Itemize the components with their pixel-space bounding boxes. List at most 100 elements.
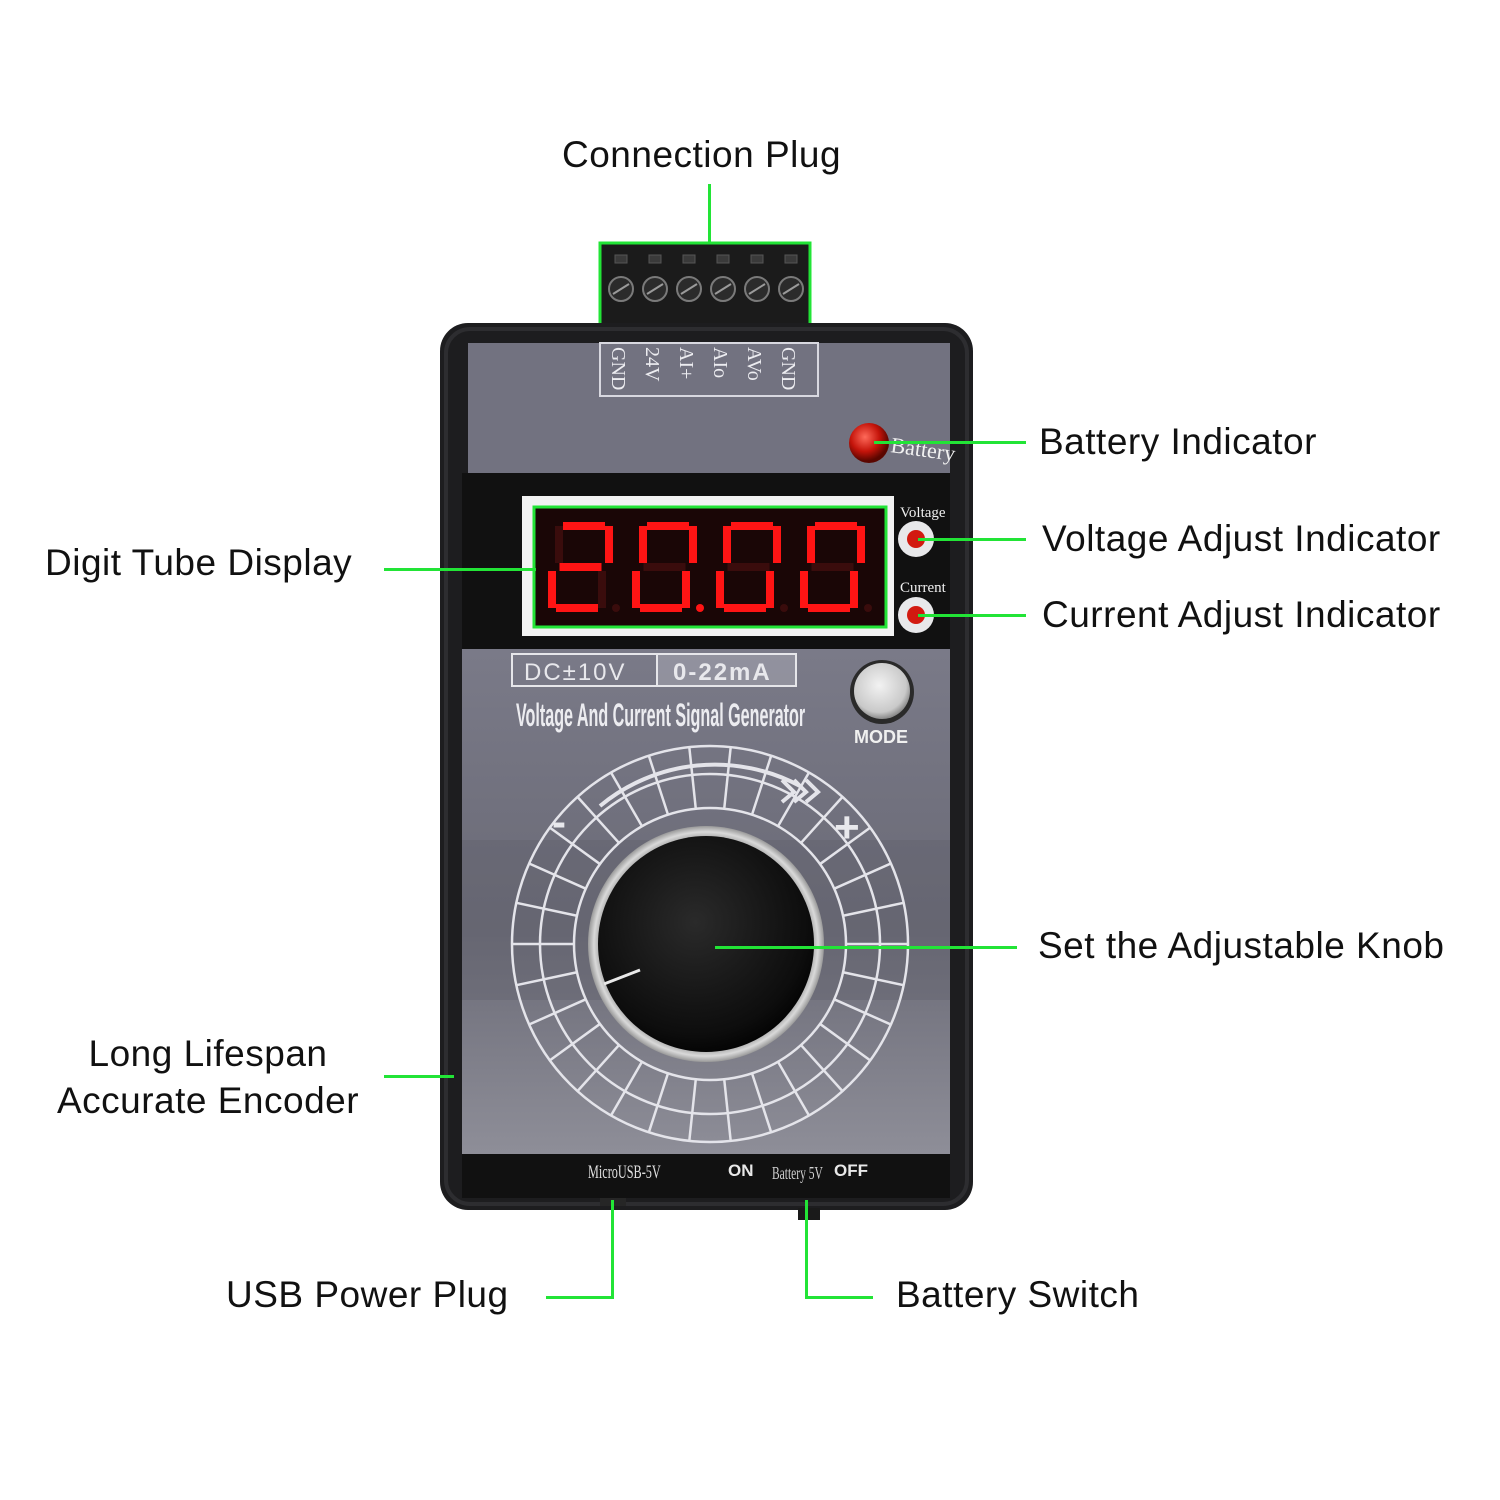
pin-label-box — [599, 342, 819, 397]
screw-slot — [782, 283, 800, 295]
mode-button[interactable] — [850, 660, 914, 724]
pin-label: GND — [607, 347, 629, 390]
switch-battery-text: Battery 5V — [772, 1165, 823, 1184]
lead-connection-plug — [708, 184, 711, 244]
dial-tick — [516, 971, 578, 987]
dial-tick — [549, 826, 601, 866]
decimal-point — [612, 604, 620, 612]
pin-label: 24V — [641, 347, 663, 382]
adjustable-knob[interactable] — [588, 826, 824, 1062]
switch-on-text: ON — [728, 1161, 754, 1180]
dial-tick — [549, 1022, 601, 1062]
decimal-point — [864, 604, 872, 612]
voltage-led-icon — [898, 521, 934, 557]
dial-tick — [776, 771, 811, 827]
current-led-icon — [898, 597, 934, 633]
screw-slot — [714, 283, 732, 295]
digit-segment — [731, 522, 773, 530]
callout-battery-indicator: Battery Indicator — [1039, 421, 1317, 462]
battery-led-icon — [849, 423, 889, 463]
digit-segment — [766, 571, 774, 608]
digit-segment — [811, 563, 854, 571]
digit-segment — [716, 571, 724, 608]
bottom-strip — [462, 1154, 950, 1198]
dial-tick — [842, 971, 904, 987]
digit-segment — [563, 522, 605, 530]
lead-encoder — [384, 1075, 454, 1078]
dial-tick — [722, 1079, 732, 1142]
digit-segment — [639, 526, 647, 563]
battery-switch-slider[interactable] — [798, 1208, 820, 1220]
digit-segment — [773, 526, 781, 563]
voltage-led-text: Voltage — [900, 505, 946, 521]
digit-segment — [800, 571, 808, 608]
terminal-slot — [716, 254, 730, 264]
dial-tick — [516, 901, 578, 917]
dial-tick — [528, 862, 587, 890]
dial-tick — [819, 1022, 871, 1062]
dial-tick — [576, 796, 620, 844]
plus-sign-text: + — [834, 803, 860, 852]
digit-segment — [808, 604, 850, 612]
pin-label: AVo — [743, 347, 765, 381]
dial-tick — [576, 1044, 620, 1092]
chevron-right-icon — [792, 778, 809, 804]
digit-segment — [807, 526, 815, 563]
dial-tick — [528, 998, 587, 1026]
callout-usb-power-plug: USB Power Plug — [226, 1274, 509, 1315]
pin-label: AIo — [709, 347, 731, 378]
terminal-block — [598, 241, 812, 327]
chevron-right-icon — [780, 778, 797, 804]
digit-segment — [555, 526, 563, 563]
digit-segment — [850, 571, 858, 608]
digit-segment — [727, 563, 770, 571]
callout-encoder-line2: Accurate Encoder — [56, 1080, 360, 1121]
digit-segment — [605, 526, 613, 563]
dial-tick — [647, 755, 670, 816]
lead-digit-display — [384, 568, 536, 571]
callout-battery-switch: Battery Switch — [896, 1274, 1140, 1315]
dial-tick — [647, 1072, 670, 1133]
pin-label: GND — [777, 347, 799, 390]
digit-segment — [640, 604, 682, 612]
minus-sign-text: - — [552, 798, 566, 845]
dial-tick — [750, 1072, 773, 1133]
dial-tick — [722, 746, 732, 809]
screw-slot — [680, 283, 698, 295]
digit-segment — [724, 604, 766, 612]
current-led-text: Current — [900, 580, 947, 596]
digit-segment — [598, 571, 606, 608]
lead-usb-vertical — [611, 1200, 614, 1298]
screw-slot — [646, 283, 664, 295]
product-name-text: Voltage And Current Signal Generator — [516, 698, 805, 733]
digit-tube-display — [548, 522, 872, 612]
lead-switch-horizontal — [805, 1296, 873, 1299]
switch-off-text: OFF — [834, 1161, 868, 1180]
dial-tick — [609, 771, 644, 827]
callout-connection-plug: Connection Plug — [562, 134, 842, 175]
digit-segment — [682, 571, 690, 608]
dial-tick — [688, 746, 698, 809]
digit-segment — [559, 563, 602, 571]
range-current-text: 0-22mA — [673, 659, 772, 686]
digit-segment — [632, 571, 640, 608]
terminal-slot — [682, 254, 696, 264]
callout-digit-tube-display: Digit Tube Display — [45, 542, 353, 583]
terminal-slot — [614, 254, 628, 264]
callout-adjustable-knob: Set the Adjustable Knob — [1038, 925, 1445, 966]
lead-knob — [715, 946, 1017, 949]
digit-segment — [689, 526, 697, 563]
dial-tick — [800, 1044, 844, 1092]
dial-tick — [609, 1061, 644, 1117]
digit-segment — [723, 526, 731, 563]
screw-slot — [612, 283, 630, 295]
decimal-point — [696, 604, 704, 612]
mode-label-text: MODE — [854, 727, 908, 747]
terminal-screws — [608, 254, 804, 302]
digit-segment — [643, 563, 686, 571]
digit-segment — [815, 522, 857, 530]
terminal-slot — [750, 254, 764, 264]
terminal-slot — [648, 254, 662, 264]
